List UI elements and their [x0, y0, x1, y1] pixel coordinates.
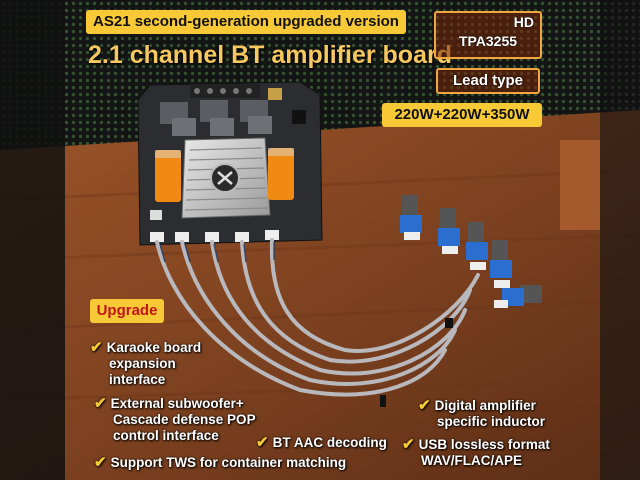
product-title: 2.1 channel BT amplifier board	[88, 41, 452, 69]
check-mark-icon: ✔	[94, 395, 107, 412]
signal-cables	[155, 238, 480, 397]
version-banner: AS21 second-generation upgraded version	[86, 10, 406, 34]
feature-aac: ✔BT AAC decoding	[256, 434, 387, 451]
amplifier-board	[137, 81, 323, 246]
chip-label: TPA3255	[458, 33, 518, 49]
chip-spec-box: HD TPA3255	[434, 11, 542, 59]
power-rating-box: 220W+220W+350W	[382, 103, 542, 127]
lead-type-box: Lead type	[436, 68, 540, 94]
feature-karaoke: ✔Karaoke board expansion interface	[90, 339, 202, 388]
check-mark-icon: ✔	[418, 397, 431, 414]
check-mark-icon: ✔	[90, 339, 103, 356]
potentiometer-knobs	[400, 195, 542, 308]
check-mark-icon: ✔	[94, 454, 107, 471]
feature-tws: ✔Support TWS for container matching	[94, 454, 347, 471]
feature-subwoofer: ✔External subwoofer+ Cascade defense POP…	[94, 395, 256, 444]
upgrade-label: Upgrade	[90, 299, 164, 323]
hd-label: HD	[513, 14, 534, 30]
feature-inductor: ✔Digital amplifier specific inductor	[418, 397, 546, 430]
check-mark-icon: ✔	[256, 434, 269, 451]
feature-usb: ✔USB lossless format WAV/FLAC/APE	[402, 436, 550, 469]
check-mark-icon: ✔	[402, 436, 415, 453]
